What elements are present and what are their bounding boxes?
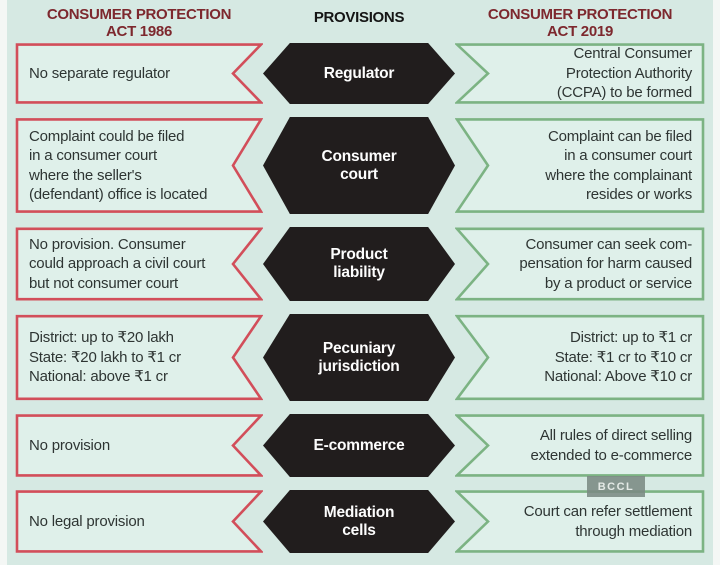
act2019-box: Court can refer settlement through media… bbox=[455, 490, 705, 553]
bccl-watermark-badge: BCCL bbox=[587, 476, 645, 497]
act2019-text: Consumer can seek com- pensation for har… bbox=[519, 235, 692, 292]
provision-cell: Pecuniary jurisdiction bbox=[263, 314, 455, 401]
act2019-text: Complaint can be filed in a consumer cou… bbox=[545, 127, 692, 204]
row-mediation-cells: No legal provision Mediation cells Court… bbox=[15, 490, 705, 553]
provision-cell: E-commerce bbox=[263, 414, 455, 477]
row-e-commerce: No provision E-commerce All rules of dir… bbox=[15, 414, 705, 477]
act1986-box: No provision. Consumer could approach a … bbox=[15, 227, 263, 301]
green-chevron-box-shape bbox=[455, 227, 705, 301]
red-chevron-box-shape bbox=[15, 117, 263, 214]
act2019-text: Central Consumer Protection Authority (C… bbox=[556, 45, 692, 102]
act2019-text: District: up to ₹1 cr State: ₹1 cr to ₹1… bbox=[544, 329, 692, 386]
act1986-text: No separate regulator bbox=[29, 64, 170, 82]
left-page-margin bbox=[0, 0, 7, 565]
column-headers: CONSUMER PROTECTION ACT 1986 PROVISIONS … bbox=[15, 6, 705, 41]
red-chevron-box-shape bbox=[15, 227, 263, 301]
provision-cell: Product liability bbox=[263, 227, 455, 301]
red-chevron-box-shape bbox=[15, 490, 263, 553]
provision-hexagon: Mediation cells bbox=[263, 490, 455, 553]
act1986-box: No provision bbox=[15, 414, 263, 477]
green-chevron-box-shape bbox=[455, 43, 705, 104]
act2019-box: Consumer can seek com- pensation for har… bbox=[455, 227, 705, 301]
row-consumer-court: Complaint could be filed in a consumer c… bbox=[15, 117, 705, 214]
provision-cell: Regulator bbox=[263, 43, 455, 104]
act1986-box: No legal provision bbox=[15, 490, 263, 553]
green-chevron-box-shape bbox=[455, 490, 705, 553]
provision-hexagon: Regulator bbox=[263, 43, 455, 104]
comparison-rows: No separate regulator Regulator Central … bbox=[15, 43, 705, 553]
header-provisions: PROVISIONS bbox=[313, 9, 405, 26]
provision-hexagon: Product liability bbox=[263, 227, 455, 301]
act1986-text: Complaint could be filed in a consumer c… bbox=[29, 127, 208, 204]
act2019-text: All rules of direct selling extended to … bbox=[530, 427, 692, 464]
act2019-box: Central Consumer Protection Authority (C… bbox=[455, 43, 705, 104]
red-chevron-box-shape bbox=[15, 414, 263, 477]
green-chevron-box-shape bbox=[455, 117, 705, 214]
act1986-box: District: up to ₹20 lakh State: ₹20 lakh… bbox=[15, 314, 263, 401]
row-pecuniary-jurisdiction: District: up to ₹20 lakh State: ₹20 lakh… bbox=[15, 314, 705, 401]
red-chevron-box-shape bbox=[15, 43, 263, 104]
act1986-text: No provision. Consumer could approach a … bbox=[29, 235, 206, 292]
header-act-2019: CONSUMER PROTECTION ACT 2019 bbox=[487, 6, 673, 41]
act1986-text: District: up to ₹20 lakh State: ₹20 lakh… bbox=[29, 329, 181, 386]
act2019-text: Court can refer settlement through media… bbox=[523, 503, 692, 540]
provision-cell: Mediation cells bbox=[263, 490, 455, 553]
row-regulator: No separate regulator Regulator Central … bbox=[15, 43, 705, 104]
green-chevron-box-shape bbox=[455, 314, 705, 401]
act2019-box: District: up to ₹1 cr State: ₹1 cr to ₹1… bbox=[455, 314, 705, 401]
act1986-box: No separate regulator bbox=[15, 43, 263, 104]
right-page-margin bbox=[713, 0, 720, 565]
red-chevron-box-shape bbox=[15, 314, 263, 401]
header-act-1986: CONSUMER PROTECTION ACT 1986 bbox=[46, 6, 232, 41]
row-product-liability: No provision. Consumer could approach a … bbox=[15, 227, 705, 301]
act2019-box: Complaint can be filed in a consumer cou… bbox=[455, 117, 705, 214]
provision-hexagon: Consumer court bbox=[263, 117, 455, 214]
act1986-text: No provision bbox=[29, 436, 110, 454]
act2019-box: All rules of direct selling extended to … bbox=[455, 414, 705, 477]
green-chevron-box-shape bbox=[455, 414, 705, 477]
provision-hexagon: Pecuniary jurisdiction bbox=[263, 314, 455, 401]
provision-cell: Consumer court bbox=[263, 117, 455, 214]
act1986-text: No legal provision bbox=[29, 512, 145, 530]
provision-hexagon: E-commerce bbox=[263, 414, 455, 477]
act1986-box: Complaint could be filed in a consumer c… bbox=[15, 117, 263, 214]
